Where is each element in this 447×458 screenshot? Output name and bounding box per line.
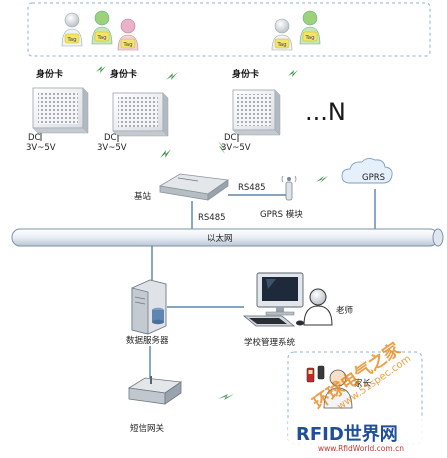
tag-label: Tag bbox=[66, 37, 76, 43]
gprs-cloud-label: GPRS bbox=[362, 173, 385, 183]
parent-person-icon bbox=[323, 369, 353, 409]
watermark: 环球电气之家 www.51spec.com bbox=[309, 338, 413, 414]
base-station-device bbox=[158, 173, 230, 201]
wireless-bolt-icon bbox=[218, 394, 234, 400]
id-card-reader-3 bbox=[232, 89, 281, 142]
sms-gateway-label: 短信网关 bbox=[130, 423, 165, 434]
ellipsis-more-readers: ...N bbox=[305, 98, 346, 126]
ethernet-label: 以太网 bbox=[207, 233, 233, 244]
sms-gateway-device bbox=[127, 376, 183, 405]
tag-person-group-2: Tag Tag bbox=[271, 10, 321, 51]
id-card-reader-1 bbox=[32, 87, 89, 141]
ethernet-bus bbox=[11, 228, 444, 247]
id-card-label-2: 身份卡 bbox=[110, 68, 137, 80]
voltage-label: 3V~5V bbox=[221, 143, 251, 153]
id-card-reader-2 bbox=[112, 92, 169, 142]
school-computer-icon bbox=[242, 272, 304, 327]
tag-group-frame bbox=[27, 2, 431, 57]
rfid-world-logo-text: RFID世界网 bbox=[296, 424, 398, 445]
rfid-world-logo-url: www.RfidWorld.com.cn bbox=[318, 444, 404, 453]
teacher-label: 老师 bbox=[336, 305, 354, 316]
mobile-phone-icon bbox=[306, 365, 325, 383]
parent-label: 家长 bbox=[354, 378, 372, 389]
db-server-label: 数据服务器 bbox=[126, 335, 169, 346]
wireless-bolt-icon bbox=[166, 72, 178, 80]
voltage-label: 3V~5V bbox=[97, 143, 127, 153]
gprs-module-label: GPRS 模块 bbox=[260, 209, 303, 220]
rfid-world-logo: RFID世界网 www.RfidWorld.com.cn bbox=[288, 418, 446, 453]
tag-label: Tag bbox=[276, 42, 286, 48]
voltage-label: 3V~5V bbox=[26, 143, 56, 153]
tag-label: Tag bbox=[122, 42, 132, 48]
school-system-label: 学校管理系统 bbox=[244, 337, 296, 348]
wireless-bolt-icon bbox=[160, 149, 171, 158]
dc-label: DC bbox=[224, 133, 237, 143]
base-station-label: 基站 bbox=[134, 191, 152, 202]
gprs-antenna-icon bbox=[281, 175, 297, 201]
tag-person-group-1: Tag Tag Tag bbox=[61, 10, 139, 51]
tag-label: Tag bbox=[96, 35, 106, 41]
gprs-cloud-icon bbox=[341, 157, 393, 184]
wireless-bolt-icon bbox=[316, 176, 328, 183]
id-card-label-3: 身份卡 bbox=[232, 68, 259, 80]
wireless-signal-icons bbox=[96, 66, 328, 400]
wireless-bolt-icon bbox=[218, 141, 225, 154]
parent-group-frame bbox=[287, 351, 423, 445]
wireless-bolt-icon bbox=[288, 70, 298, 77]
tag-label: Tag bbox=[304, 35, 314, 41]
dc-label: DC bbox=[28, 133, 41, 143]
teacher-person-icon bbox=[303, 288, 333, 326]
wireless-bolt-icon bbox=[96, 66, 106, 73]
dc-label: DC bbox=[104, 133, 117, 143]
database-server-icon bbox=[131, 279, 167, 335]
rs485-label-upper: RS485 bbox=[238, 183, 266, 193]
rs485-label-lower: RS485 bbox=[198, 213, 226, 223]
id-card-label-1: 身份卡 bbox=[36, 68, 63, 80]
